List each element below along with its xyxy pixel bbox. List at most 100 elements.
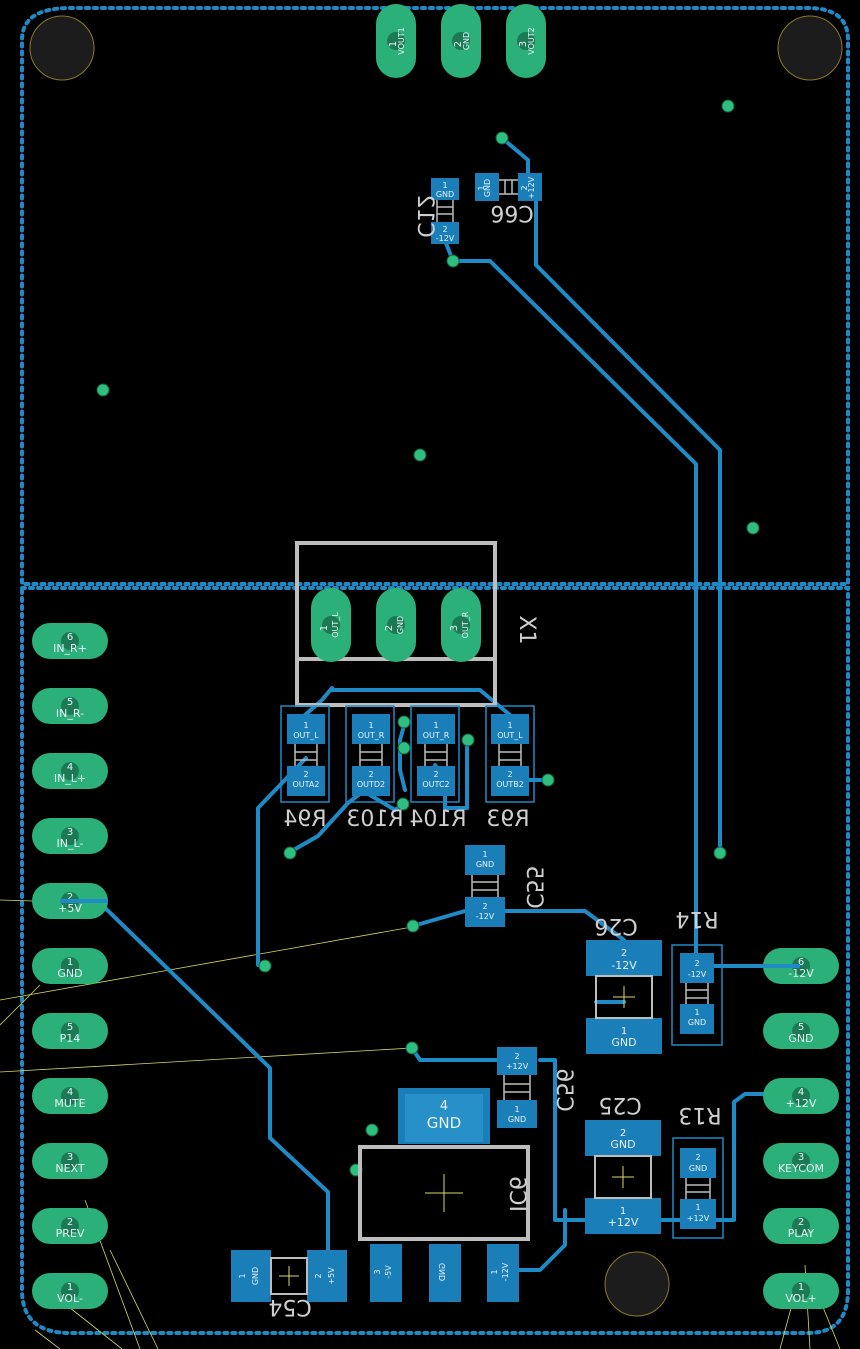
svg-text:-12V: -12V bbox=[436, 234, 455, 243]
via bbox=[446, 254, 460, 268]
svg-text:1: 1 bbox=[67, 957, 73, 968]
svg-text:OUT_R: OUT_R bbox=[461, 611, 470, 638]
right-header-pin[interactable]: 4+12V bbox=[763, 1078, 839, 1114]
svg-text:P14: P14 bbox=[60, 1032, 81, 1045]
component-c54[interactable]: 1 GND 2 +5V C54 bbox=[231, 1250, 347, 1319]
svg-text:VOUT2: VOUT2 bbox=[527, 27, 536, 54]
top-pour-outline bbox=[20, 6, 850, 586]
left-header-pin[interactable]: 3IN_L- bbox=[32, 818, 108, 854]
via bbox=[713, 846, 727, 860]
svg-text:2: 2 bbox=[520, 185, 529, 190]
svg-text:2: 2 bbox=[67, 1217, 73, 1228]
component-c56[interactable]: 2 +12V 1 GND C56 bbox=[497, 1047, 576, 1128]
component-ic6[interactable]: 4 GND 3 -5V GND 1 -12V IC6 bbox=[358, 1088, 530, 1302]
component-c12[interactable]: 1 GND 2 -12V C12 bbox=[412, 178, 459, 244]
svg-text:2: 2 bbox=[384, 625, 395, 631]
svg-text:-5V: -5V bbox=[384, 1265, 393, 1279]
svg-text:1: 1 bbox=[514, 1105, 519, 1114]
svg-text:MUTE: MUTE bbox=[54, 1097, 85, 1110]
board-outline bbox=[20, 6, 850, 1335]
x1-pin-2[interactable]: 2 GND bbox=[376, 588, 416, 662]
component-r14[interactable]: 2 -12V 1 GND R14 bbox=[671, 906, 723, 1046]
svg-text:+12V: +12V bbox=[608, 1216, 639, 1229]
component-c26[interactable]: 2 -12V 1 GND C26 bbox=[586, 913, 662, 1054]
svg-text:+12V: +12V bbox=[506, 1062, 529, 1071]
component-x1[interactable]: 1 OUT_L 2 GND 3 OUT_R X1 bbox=[295, 541, 539, 707]
via bbox=[397, 715, 411, 729]
svg-text:GND: GND bbox=[788, 1032, 813, 1045]
component-c25[interactable]: 2 GND 1 +12V C25 bbox=[585, 1092, 661, 1234]
svg-text:1: 1 bbox=[620, 1206, 626, 1217]
svg-text:+5V: +5V bbox=[327, 1267, 336, 1285]
ref-c54: C54 bbox=[268, 1294, 311, 1319]
svg-text:IN_R-: IN_R- bbox=[56, 707, 84, 720]
component-r93[interactable]: 1 OUT_L 2 OUTB2 bbox=[485, 705, 535, 803]
svg-text:IN_R+: IN_R+ bbox=[53, 642, 87, 655]
svg-text:6: 6 bbox=[67, 632, 73, 643]
svg-text:2: 2 bbox=[621, 948, 627, 959]
component-r103[interactable]: 1 OUT_R 2 OUTD2 bbox=[345, 705, 395, 803]
svg-text:OUTB2: OUTB2 bbox=[496, 780, 524, 789]
svg-text:5: 5 bbox=[67, 1022, 73, 1033]
svg-text:GND: GND bbox=[611, 1036, 636, 1049]
svg-text:+12V: +12V bbox=[786, 1097, 817, 1110]
ref-ic6: IC6 bbox=[504, 1176, 529, 1212]
top-connector: 1 VOUT1 2 GND 3 VOUT2 bbox=[376, 4, 546, 78]
mounting-hole bbox=[29, 15, 95, 81]
via bbox=[405, 1041, 419, 1055]
component-r94[interactable]: 1 OUT_L 2 OUTA2 bbox=[280, 705, 330, 803]
resistor-row: 1 OUT_L 2 OUTA2 1 OUT_R 2 OUTD2 bbox=[280, 705, 535, 832]
svg-text:4: 4 bbox=[67, 762, 73, 773]
component-c66[interactable]: GND +12V 1 2 C66 bbox=[475, 173, 542, 225]
svg-text:1: 1 bbox=[694, 1008, 699, 1017]
svg-text:OUT_R: OUT_R bbox=[423, 731, 450, 740]
svg-text:-12V: -12V bbox=[611, 959, 637, 972]
svg-text:OUT_L: OUT_L bbox=[331, 612, 340, 638]
svg-text:1: 1 bbox=[442, 181, 447, 190]
top-connector-pin-3[interactable]: 3 VOUT2 bbox=[506, 4, 546, 78]
x1-pin-3[interactable]: 3 OUT_R bbox=[441, 588, 481, 662]
svg-text:3: 3 bbox=[449, 625, 460, 631]
svg-text:2: 2 bbox=[694, 959, 699, 968]
svg-text:2: 2 bbox=[514, 1052, 519, 1061]
left-header-pin[interactable]: 6IN_R+ bbox=[32, 623, 108, 659]
top-connector-pin-2[interactable]: 2 GND bbox=[441, 4, 481, 78]
ref-r14: R14 bbox=[675, 906, 718, 931]
component-c55[interactable]: 1 GND 2 -12V C55 bbox=[465, 845, 546, 927]
svg-text:GND: GND bbox=[57, 967, 82, 980]
svg-text:PREV: PREV bbox=[56, 1227, 85, 1240]
x1-pin-1[interactable]: 1 OUT_L bbox=[311, 588, 351, 662]
via bbox=[461, 733, 475, 747]
component-r104[interactable]: 1 OUT_R 2 OUTC2 bbox=[410, 705, 460, 803]
svg-text:1: 1 bbox=[319, 625, 330, 631]
svg-text:-12V: -12V bbox=[501, 1262, 510, 1281]
left-header-pin[interactable]: 4IN_L+ bbox=[32, 753, 108, 789]
top-connector-pin-1[interactable]: 1 VOUT1 bbox=[376, 4, 416, 78]
svg-text:GND: GND bbox=[483, 179, 492, 197]
svg-text:3: 3 bbox=[798, 1152, 804, 1163]
vias bbox=[96, 99, 760, 1177]
pad-traces bbox=[60, 899, 800, 968]
mounting-holes bbox=[29, 15, 843, 1317]
component-r13[interactable]: 2 GND 1 +12V R13 bbox=[672, 1102, 724, 1239]
svg-text:1: 1 bbox=[490, 1269, 499, 1274]
svg-text:1: 1 bbox=[368, 721, 373, 730]
via bbox=[413, 448, 427, 462]
left-header-pin[interactable]: 5IN_R- bbox=[32, 688, 108, 724]
svg-text:GND: GND bbox=[251, 1267, 260, 1285]
right-header-pin[interactable]: 6-12V bbox=[763, 948, 839, 984]
svg-text:GND: GND bbox=[689, 1164, 707, 1173]
svg-text:GND: GND bbox=[688, 1018, 706, 1027]
ref-r104: R104 bbox=[409, 807, 466, 832]
